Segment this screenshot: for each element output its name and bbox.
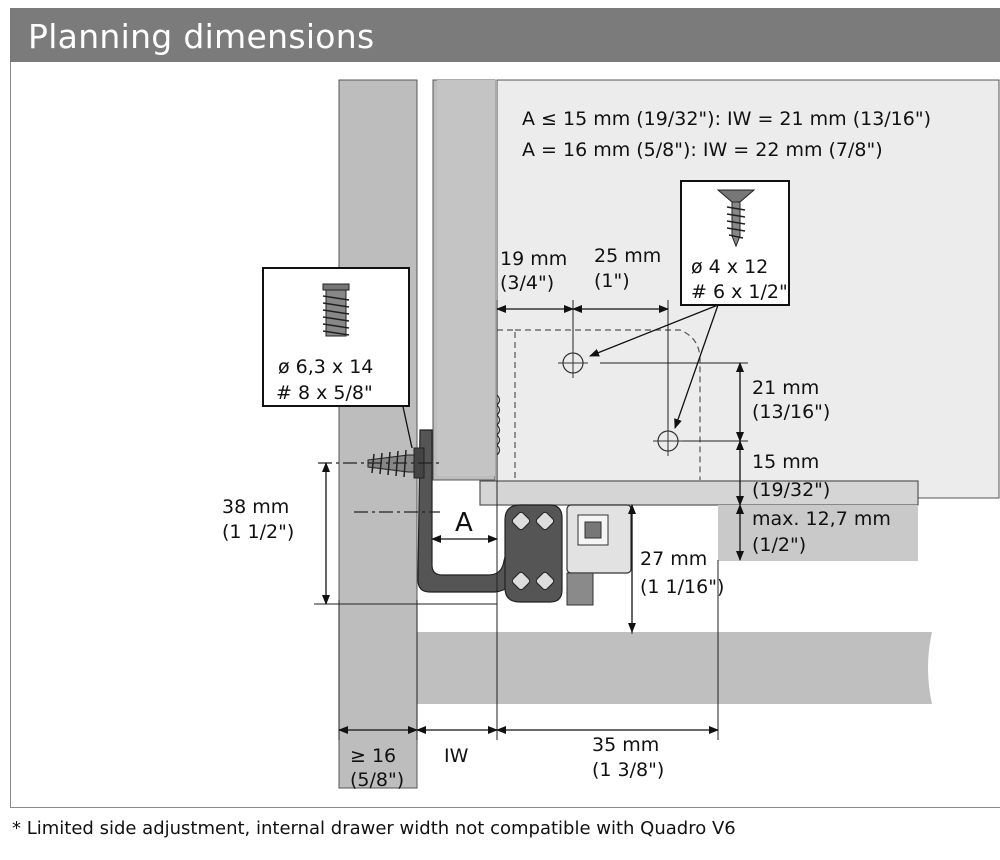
dim-max-in: (1/2") [752, 534, 806, 556]
screw-small-line2: # 6 x 1/2" [691, 281, 788, 303]
diagram-frame [10, 62, 1000, 808]
dim-19-mm: 19 mm [500, 248, 567, 270]
dim-iw-label: IW [444, 745, 469, 767]
dim-27-in: (1 1/16") [640, 576, 724, 598]
countersunk-screw-icon-small [716, 189, 756, 248]
formula-line1: A ≤ 15 mm (19/32"): IW = 21 mm (13/16") [522, 108, 931, 130]
screw-large-line2: # 8 x 5/8" [276, 382, 373, 404]
header-bar: Planning dimensions [10, 8, 1000, 62]
screw-hole-upper [558, 348, 588, 378]
screw-small-line1: ø 4 x 12 [691, 256, 768, 278]
dim-16-in: (5/8") [350, 769, 404, 791]
dim-21-in: (13/16") [752, 401, 830, 423]
dim-27-mm: 27 mm [640, 548, 707, 570]
footnote: * Limited side adjustment, internal draw… [12, 818, 736, 839]
leader-lines [401, 304, 719, 449]
dim-38-in: (1 1/2") [222, 521, 294, 543]
dim-15-in: (19/32") [752, 479, 830, 501]
cabinet-bottom [417, 632, 932, 704]
callout-small-screw: ø 4 x 12 # 6 x 1/2" [680, 180, 790, 306]
dimension-arrows [322, 305, 744, 734]
screw-large-line1: ø 6,3 x 14 [278, 356, 373, 378]
drawer-dashed-outline [497, 329, 701, 480]
drawer-bottom-board [479, 480, 919, 506]
callout-large-screw: ø 6,3 x 14 # 8 x 5/8" [262, 267, 410, 407]
drawer-side-inner [437, 80, 495, 476]
countersunk-screw-icon-large [322, 283, 350, 337]
dim-25-mm: 25 mm [594, 245, 661, 267]
dim-38-mm: 38 mm [222, 496, 289, 518]
screw-hole-lower [653, 426, 683, 456]
dim-19-in: (3/4") [500, 272, 554, 294]
dim-21-mm: 21 mm [752, 377, 819, 399]
dim-35-mm: 35 mm [592, 734, 659, 756]
cabinet-side-wall [338, 79, 418, 789]
dim-35-in: (1 3/8") [592, 759, 664, 781]
rail-balls [511, 511, 555, 591]
dim-16-mm: ≥ 16 [350, 745, 396, 767]
page-title: Planning dimensions [28, 17, 375, 56]
dim-15-mm: 15 mm [752, 451, 819, 473]
locking-device [566, 504, 632, 606]
dim-a-label: A [455, 508, 473, 538]
bottom-shelf-right [718, 505, 918, 561]
dim-25-in: (1") [594, 270, 630, 292]
dim-max-mm: max. 12,7 mm [752, 508, 891, 530]
formula-line2: A = 16 mm (5/8"): IW = 22 mm (7/8") [522, 139, 883, 161]
